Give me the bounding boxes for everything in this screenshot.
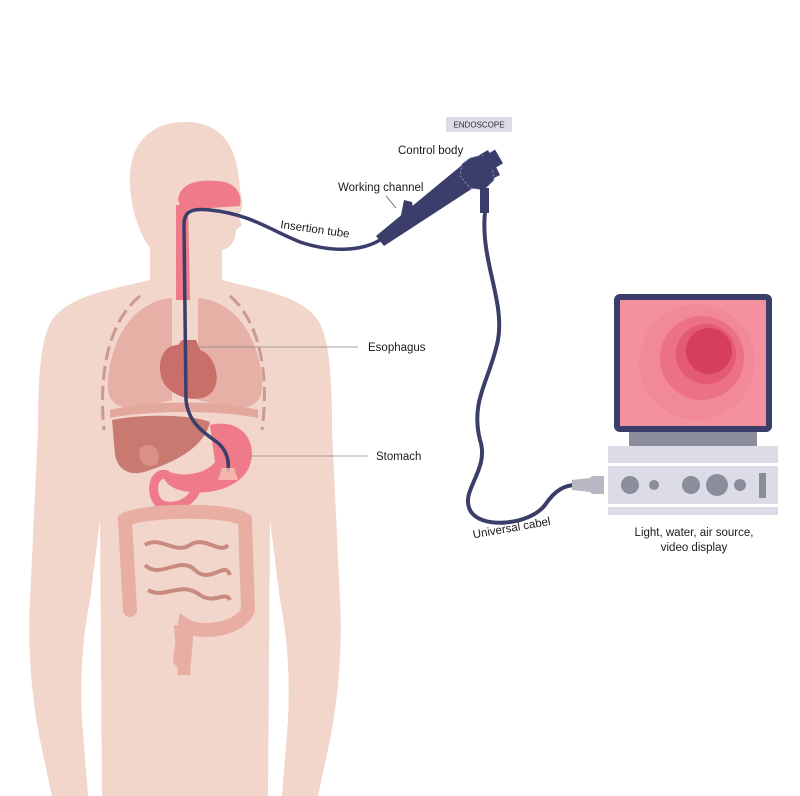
monitor-stand — [629, 432, 757, 446]
device-top — [608, 446, 778, 463]
universal-cable — [466, 211, 577, 525]
rectum — [174, 625, 194, 675]
endoscope-tag-bg — [446, 117, 512, 132]
endoscope — [182, 149, 604, 525]
working-channel-port — [400, 200, 414, 220]
gallbladder — [139, 444, 159, 467]
human-body — [29, 122, 341, 796]
control-body-cap — [482, 149, 504, 171]
screen-ring-4 — [686, 328, 732, 374]
left-lung — [107, 298, 172, 409]
ribs-left — [101, 294, 141, 431]
scope-tip-glow — [218, 468, 238, 480]
label-device-line1: Light, water, air source, — [635, 527, 754, 539]
heart — [159, 340, 217, 399]
device-knob[interactable] — [621, 476, 639, 494]
device-slot — [759, 473, 766, 498]
device-button[interactable] — [649, 480, 659, 490]
working-channel-pointer — [385, 195, 397, 209]
insertion-tube — [182, 207, 382, 472]
cable-plug — [572, 476, 604, 494]
ribs-right — [229, 294, 266, 431]
liver — [112, 415, 210, 474]
large-intestine — [117, 504, 256, 667]
device-knob[interactable] — [706, 474, 728, 496]
label-device-line2: video display — [661, 542, 728, 554]
label-control-body: Control body — [398, 145, 463, 157]
label-esophagus: Esophagus — [368, 342, 426, 354]
endoscope-tag: ENDOSCOPE — [453, 121, 504, 130]
device-button[interactable] — [734, 479, 746, 491]
label-working-channel: Working channel — [338, 182, 423, 194]
body-silhouette — [29, 122, 341, 796]
nasal-cavity — [178, 180, 241, 210]
video-monitor — [608, 294, 778, 515]
cable-connector — [480, 188, 489, 213]
small-intestine — [143, 540, 232, 602]
duodenum — [149, 470, 201, 511]
device-base — [608, 507, 778, 515]
device-knob[interactable] — [682, 476, 700, 494]
diaphragm — [110, 402, 258, 418]
label-stomach: Stomach — [376, 451, 421, 463]
